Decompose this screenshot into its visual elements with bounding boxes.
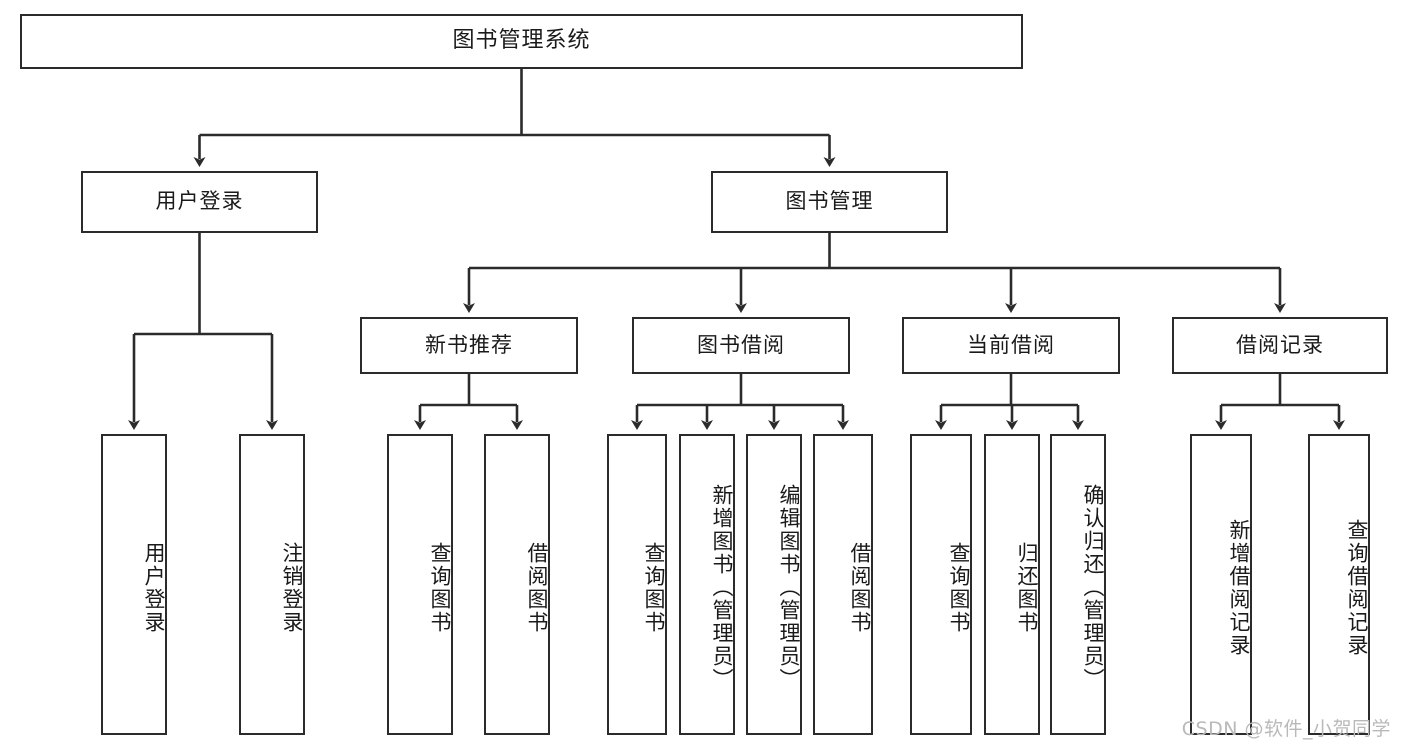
node-leaf-query-book-3[interactable]: 查询图书 [910,434,972,735]
node-leaf-confirm-return[interactable]: 确认归还（管理员） [1050,434,1106,735]
node-leaf-confirm-return-label: 确认归还（管理员） [1081,484,1105,691]
node-leaf-query-record[interactable]: 查询借阅记录 [1308,434,1370,735]
node-leaf-query-book-1-label: 查询图书 [428,541,452,634]
node-leaf-user-logout[interactable]: 注销登录 [239,434,305,735]
node-leaf-edit-book-label: 编辑图书（管理员） [777,484,801,691]
node-leaf-borrow-book-2[interactable]: 借阅图书 [813,434,873,735]
node-root[interactable]: 图书管理系统 [20,14,1023,69]
node-borrow-record[interactable]: 借阅记录 [1172,317,1388,374]
node-user-login[interactable]: 用户登录 [81,171,318,233]
node-book-manage[interactable]: 图书管理 [711,171,948,233]
node-new-book-rec[interactable]: 新书推荐 [360,317,578,374]
node-leaf-borrow-book-2-label: 借阅图书 [848,541,872,634]
node-leaf-user-login-label: 用户登录 [142,541,166,634]
node-leaf-return-book-label: 归还图书 [1015,541,1039,634]
node-leaf-borrow-book-1-label: 借阅图书 [525,541,549,634]
node-leaf-query-book-1[interactable]: 查询图书 [387,434,453,735]
node-borrow-record-label: 借阅记录 [1236,332,1324,357]
node-book-borrow[interactable]: 图书借阅 [632,317,850,374]
node-leaf-edit-book[interactable]: 编辑图书（管理员） [746,434,802,735]
node-book-manage-label: 图书管理 [785,189,874,214]
node-leaf-user-login[interactable]: 用户登录 [101,434,167,735]
node-current-borrow-label: 当前借阅 [967,332,1055,357]
node-leaf-add-record[interactable]: 新增借阅记录 [1190,434,1252,735]
node-leaf-return-book[interactable]: 归还图书 [984,434,1040,735]
node-current-borrow[interactable]: 当前借阅 [902,317,1120,374]
watermark-text: CSDN @软件_小贺同学 [1181,718,1391,740]
node-leaf-query-record-label: 查询借阅记录 [1345,518,1369,657]
node-leaf-add-book[interactable]: 新增图书（管理员） [679,434,735,735]
node-user-login-label: 用户登录 [155,189,244,214]
node-leaf-add-book-label: 新增图书（管理员） [710,484,734,691]
node-leaf-borrow-book-1[interactable]: 借阅图书 [484,434,550,735]
node-leaf-user-logout-label: 注销登录 [280,541,304,634]
node-book-borrow-label: 图书借阅 [697,332,785,357]
node-root-label: 图书管理系统 [452,28,591,54]
node-new-book-rec-label: 新书推荐 [425,332,513,357]
node-leaf-query-book-2[interactable]: 查询图书 [607,434,667,735]
node-leaf-query-book-2-label: 查询图书 [642,541,666,634]
node-leaf-query-book-3-label: 查询图书 [947,541,971,634]
node-leaf-add-record-label: 新增借阅记录 [1227,518,1251,657]
